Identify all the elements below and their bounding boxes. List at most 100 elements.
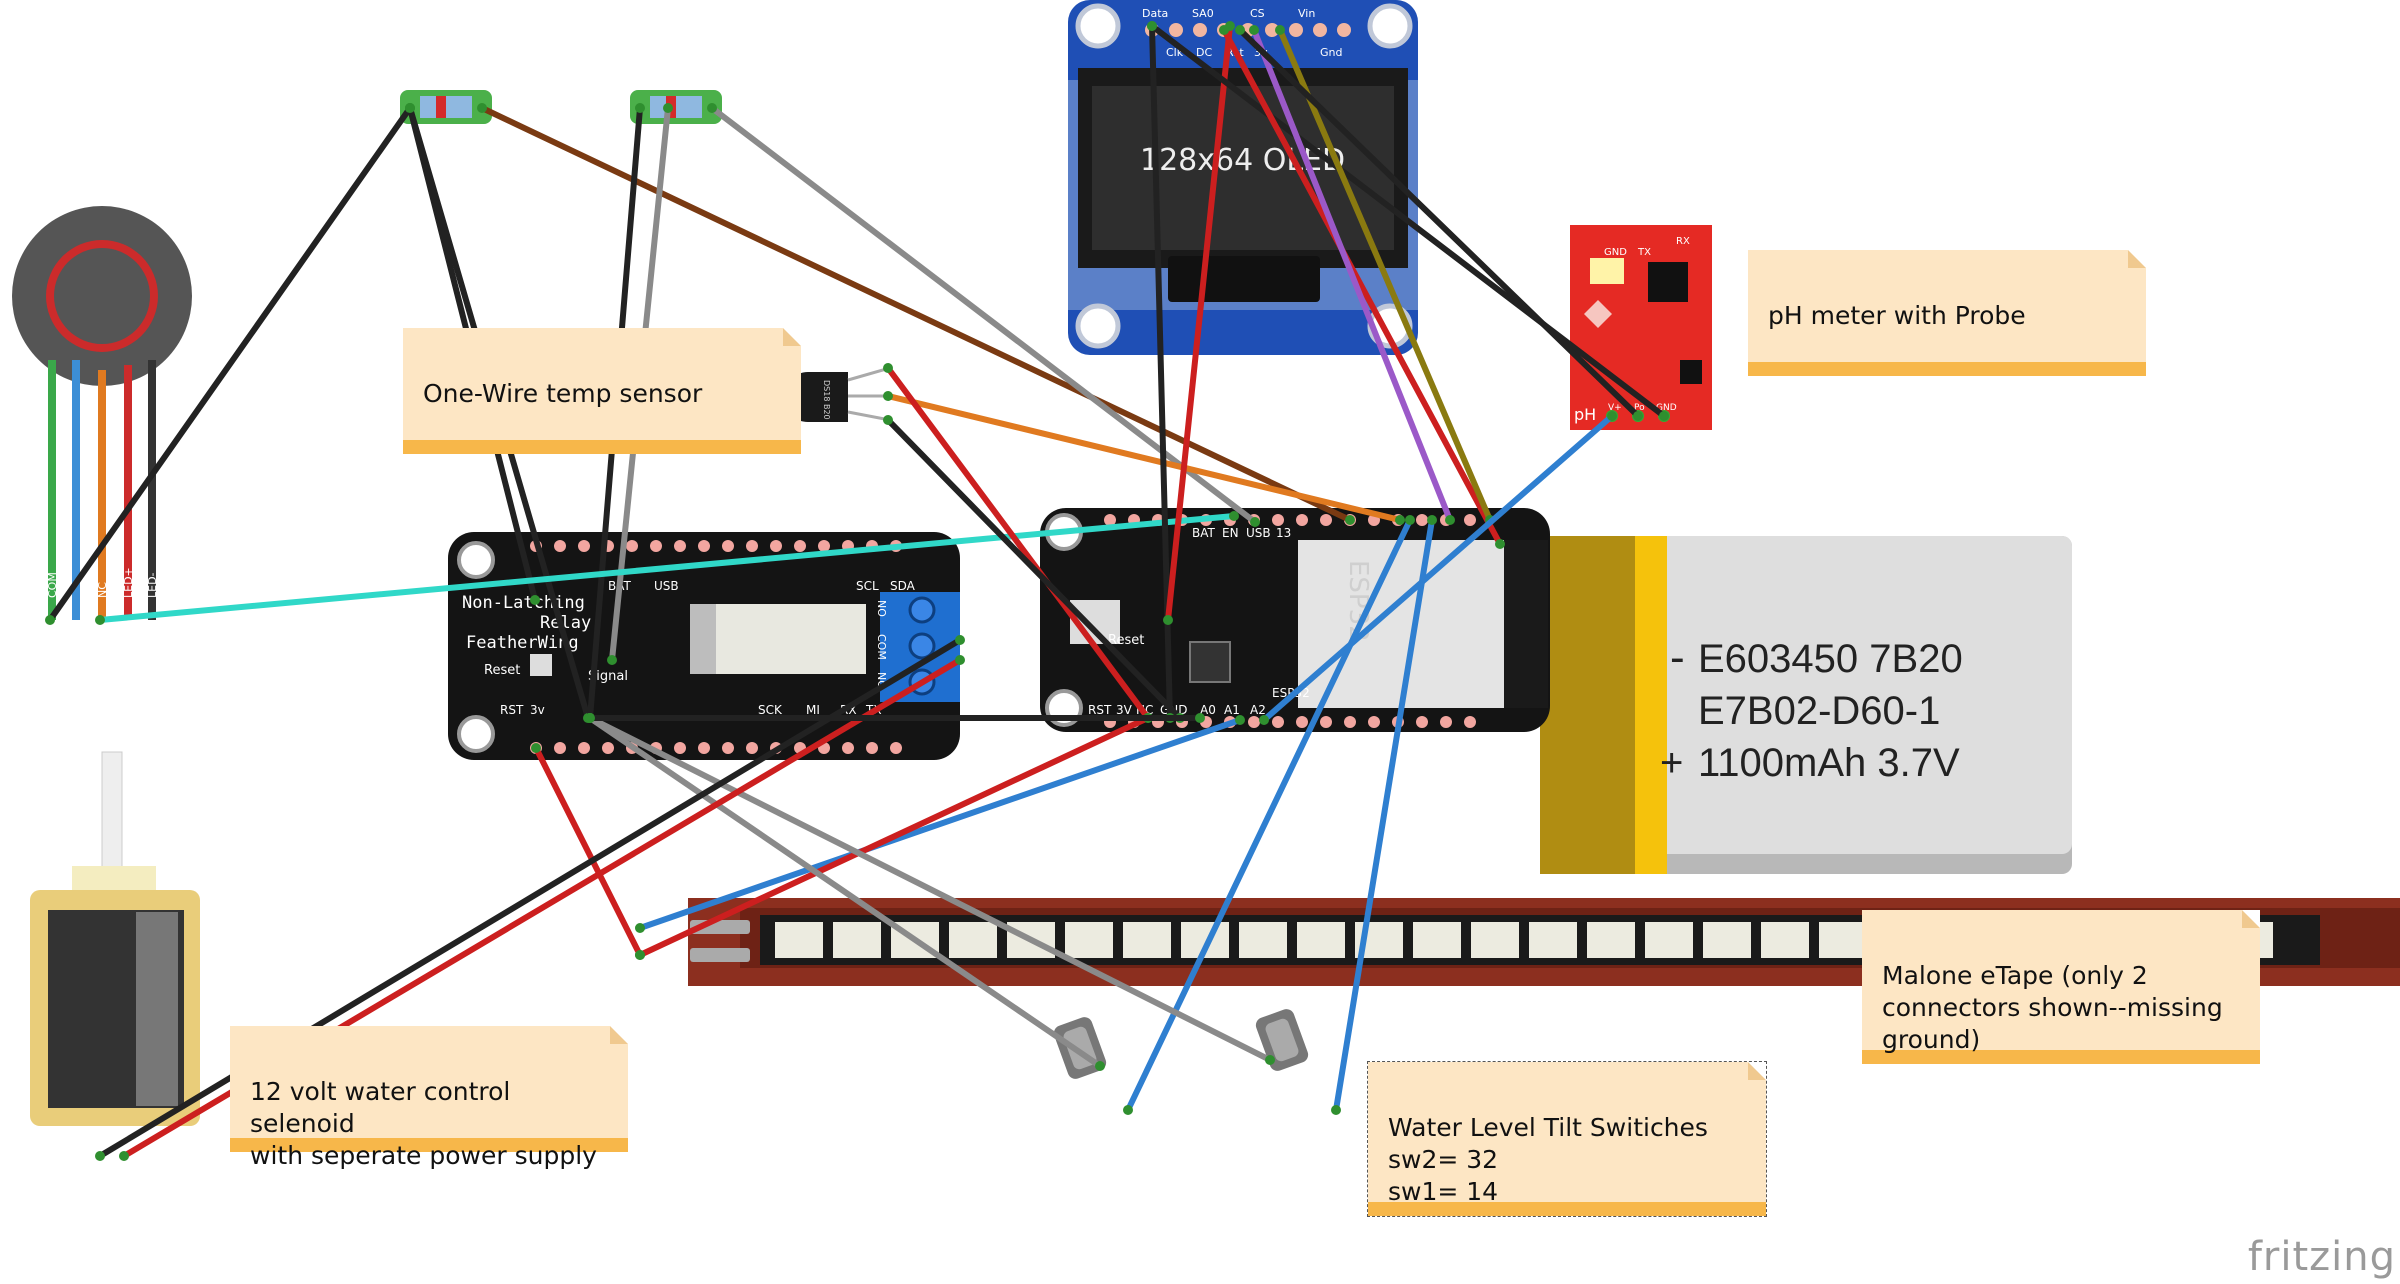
header-hole bbox=[818, 540, 830, 552]
note-fold bbox=[610, 1026, 628, 1044]
header-hole bbox=[674, 742, 686, 754]
wire-endpoint bbox=[1633, 411, 1643, 421]
resistor-2 bbox=[630, 90, 722, 124]
wire-endpoint bbox=[1249, 25, 1259, 35]
wire-endpoint bbox=[707, 103, 717, 113]
header-hole bbox=[1368, 716, 1380, 728]
etape-segment bbox=[1703, 922, 1751, 958]
oled-pin-dc: DC bbox=[1196, 46, 1212, 59]
relay-title-2: Relay bbox=[540, 613, 591, 633]
wire bbox=[885, 393, 1403, 523]
wire bbox=[97, 513, 1237, 623]
led-push-button: COM NC LED+ LED- bbox=[12, 206, 192, 620]
note-temp-sensor-text: One-Wire temp sensor bbox=[423, 379, 703, 408]
header-hole bbox=[554, 540, 566, 552]
header-hole bbox=[722, 742, 734, 754]
etape-segment bbox=[1471, 922, 1519, 958]
ph-label-tx: TX bbox=[1637, 247, 1651, 258]
wire-endpoint bbox=[1123, 1105, 1133, 1115]
wire-endpoint bbox=[1607, 411, 1617, 421]
battery-plus: + bbox=[1660, 741, 1683, 785]
esp32-label-3v: 3V bbox=[1116, 703, 1133, 717]
header-hole bbox=[698, 540, 710, 552]
etape-segment bbox=[1761, 922, 1809, 958]
wire-endpoint bbox=[45, 615, 55, 625]
ds18b20-label: DS18 B20 bbox=[822, 380, 831, 420]
oled-pin-sa0: SA0 bbox=[1192, 7, 1214, 20]
etape-segment bbox=[1413, 922, 1461, 958]
wire-endpoint bbox=[1235, 715, 1245, 725]
wire-endpoint bbox=[955, 635, 965, 645]
header-hole bbox=[1272, 514, 1284, 526]
wire bbox=[533, 745, 643, 958]
header-hole bbox=[650, 540, 662, 552]
wire-endpoint bbox=[883, 415, 893, 425]
wire-endpoint bbox=[405, 103, 415, 113]
water-solenoid bbox=[30, 751, 200, 1126]
esp32-label-13: 13 bbox=[1276, 526, 1291, 540]
battery-minus: - bbox=[1670, 633, 1685, 682]
battery-line-1: E603450 7B20 bbox=[1698, 637, 1963, 681]
wire bbox=[1277, 27, 1493, 523]
fritzing-watermark: fritzing bbox=[2247, 1234, 2396, 1280]
wire bbox=[1165, 23, 1233, 623]
wire bbox=[885, 365, 1151, 721]
note-solenoid: 12 volt water control selenoid with sepe… bbox=[230, 1026, 628, 1170]
etape-segment bbox=[1587, 922, 1635, 958]
header-hole bbox=[1464, 514, 1476, 526]
header-hole bbox=[866, 742, 878, 754]
relay-label-3v: 3v bbox=[530, 703, 545, 717]
header-hole bbox=[1248, 716, 1260, 728]
header-hole bbox=[1416, 716, 1428, 728]
ph-label-po: Po bbox=[1634, 403, 1645, 413]
relay-label-usb: USB bbox=[654, 579, 679, 593]
relay-title-3: FeatherWing bbox=[466, 633, 579, 653]
wire bbox=[1149, 23, 1667, 419]
etape-segment bbox=[833, 922, 881, 958]
esp32-feather: ESP32 BAT EN USB 13 RST 3V NC GND A0 A1 … bbox=[1040, 508, 1550, 732]
wire-endpoint bbox=[663, 103, 673, 113]
relay-label-sda: SDA bbox=[890, 579, 916, 593]
note-etape-text: Malone eTape (only 2 connectors shown--m… bbox=[1882, 961, 2223, 1054]
wire-endpoint bbox=[1163, 615, 1173, 625]
header-hole bbox=[746, 742, 758, 754]
etape-segment bbox=[775, 922, 823, 958]
wire-endpoint bbox=[955, 655, 965, 665]
button-pin-ledplus: LED+ bbox=[122, 567, 135, 598]
esp32-label-usb: USB bbox=[1246, 526, 1271, 540]
oled-pin-vin: Vin bbox=[1298, 7, 1315, 20]
wire-endpoint bbox=[1250, 517, 1260, 527]
ph-label-gnd: GND bbox=[1656, 403, 1677, 413]
header-hole bbox=[626, 540, 638, 552]
wire-endpoint bbox=[119, 1151, 129, 1161]
wire-endpoint bbox=[1235, 25, 1245, 35]
ph-label-ph: pH bbox=[1574, 405, 1596, 424]
wire-endpoint bbox=[635, 103, 645, 113]
wire bbox=[637, 715, 1151, 958]
button-pin-ledminus: LED- bbox=[146, 572, 159, 598]
wire bbox=[1221, 27, 1503, 547]
etape-segment bbox=[1529, 922, 1577, 958]
wire-endpoint bbox=[530, 595, 540, 605]
wire bbox=[479, 105, 1353, 523]
wire-endpoint bbox=[1405, 515, 1415, 525]
tilt-switch-2 bbox=[1255, 1009, 1309, 1071]
wire bbox=[637, 717, 1243, 931]
header-hole bbox=[1272, 716, 1284, 728]
note-ph-meter-text: pH meter with Probe bbox=[1768, 301, 2026, 330]
esp32-label-bat: BAT bbox=[1192, 526, 1216, 540]
header-hole bbox=[1464, 716, 1476, 728]
esp32-label-rst: RST bbox=[1088, 703, 1112, 717]
lipo-battery: - E603450 7B20 E7B02-D60-1 + 1100mAh 3.7… bbox=[1540, 536, 2072, 874]
header-hole bbox=[1320, 716, 1332, 728]
note-fold bbox=[1748, 1062, 1766, 1080]
relay-label-sck: SCK bbox=[758, 703, 783, 717]
header-hole bbox=[674, 540, 686, 552]
wire bbox=[885, 417, 1183, 721]
relay-label-signal: Signal bbox=[588, 669, 628, 684]
wire bbox=[1251, 27, 1453, 523]
note-ph-meter: pH meter with Probe bbox=[1748, 250, 2146, 376]
header-hole bbox=[1104, 514, 1116, 526]
wire-endpoint bbox=[883, 391, 893, 401]
oled-pin-cs: CS bbox=[1250, 7, 1265, 20]
